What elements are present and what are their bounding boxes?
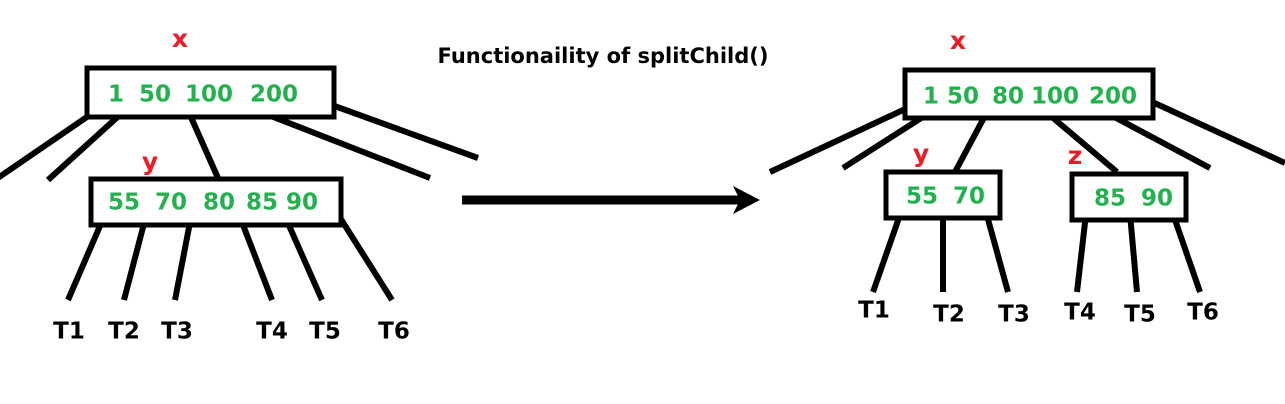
after-leaf-t4: T4 — [1064, 300, 1096, 326]
edge-x-c0 — [0, 105, 102, 181]
after-left-child-key-1: 70 — [953, 184, 985, 210]
after-y-child-edges — [870, 211, 1011, 293]
before-child-key-3: 85 — [246, 190, 278, 216]
before-root-key-0: 1 — [108, 82, 124, 108]
after-z-child-edges — [1074, 213, 1203, 293]
edge-x2-c4 — [1146, 97, 1285, 166]
edge-y2-t1 — [870, 211, 904, 293]
after-root-key-4: 200 — [1089, 84, 1137, 110]
before-root-key-1: 50 — [139, 82, 171, 108]
after-leaf-t3: T3 — [998, 302, 1030, 328]
edge-z-t6 — [1170, 213, 1203, 293]
after-left-child-box — [883, 169, 1003, 221]
before-child-label: y — [142, 147, 158, 176]
after-right-child-key-0: 85 — [1094, 186, 1126, 212]
before-tree: x 1 50 100 200 y 55 70 80 85 90 T1 T2 T3… — [0, 24, 480, 345]
edge-x2-c0 — [768, 101, 918, 175]
after-root-key-1: 50 — [947, 84, 979, 110]
before-child-key-2: 80 — [203, 190, 235, 216]
after-left-child-key-0: 55 — [906, 184, 938, 210]
before-leaf-t2: T2 — [108, 319, 140, 345]
after-root-label: x — [950, 26, 966, 55]
before-root-box — [84, 65, 337, 120]
before-leaf-t1: T1 — [53, 319, 85, 345]
after-leaf-t6: T6 — [1187, 300, 1219, 326]
before-leaf-t3: T3 — [161, 319, 193, 345]
edge-x-c4 — [316, 97, 480, 161]
before-child-key-0: 55 — [108, 190, 140, 216]
edge-z-t5 — [1127, 213, 1140, 293]
after-root-key-0: 1 — [923, 84, 939, 110]
after-left-child-label: y — [913, 139, 929, 168]
after-root-key-3: 100 — [1031, 84, 1079, 110]
diagram-title: Functionaility of splitChild() — [438, 44, 769, 68]
after-leaf-t2: T2 — [933, 302, 965, 328]
before-root-key-3: 200 — [250, 82, 298, 108]
after-leaf-t5: T5 — [1124, 302, 1156, 328]
edge-y2-t3 — [983, 211, 1011, 293]
after-right-child-label: z — [1068, 141, 1083, 170]
edge-z-t4 — [1074, 213, 1089, 293]
after-leaf-t1: T1 — [858, 298, 890, 324]
arrow-head-icon — [733, 186, 760, 214]
before-leaf-t5: T5 — [309, 319, 341, 345]
before-child-key-1: 70 — [155, 190, 187, 216]
before-leaf-t4: T4 — [256, 319, 288, 345]
before-leaf-t6: T6 — [378, 319, 410, 345]
before-root-key-2: 100 — [185, 82, 233, 108]
before-root-label: x — [172, 24, 188, 53]
after-root-box — [902, 67, 1156, 121]
after-right-child-box — [1069, 171, 1189, 223]
after-tree: x 1 50 80 100 200 y 55 70 z 85 90 T1 T2 … — [768, 26, 1285, 328]
after-root-key-2: 80 — [992, 84, 1024, 110]
before-child-box — [88, 176, 344, 228]
after-right-child-key-1: 90 — [1141, 186, 1173, 212]
before-child-key-4: 90 — [286, 190, 318, 216]
transform-arrow — [462, 186, 760, 214]
